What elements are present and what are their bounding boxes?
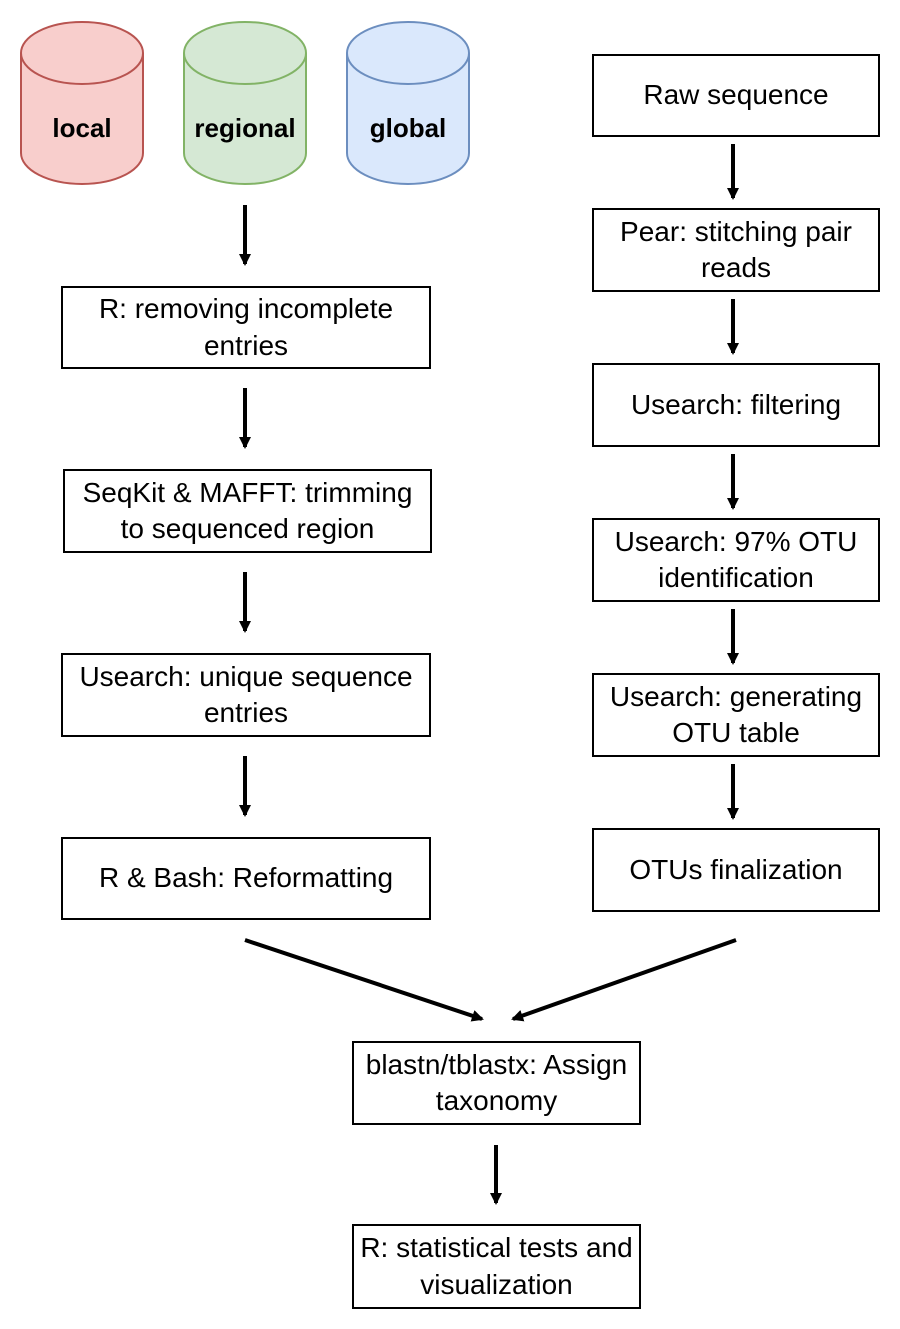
database-cylinder-global: [346, 21, 470, 185]
step-statistical-tests: R: statistical tests and visualization: [352, 1224, 641, 1309]
step-filtering: Usearch: filtering: [592, 363, 880, 447]
step-generate-otu-table: Usearch: generating OTU table: [592, 673, 880, 757]
step-trim-sequenced-region: SeqKit & MAFFT: trimming to sequenced re…: [63, 469, 432, 553]
step-reformatting: R & Bash: Reformatting: [61, 837, 431, 920]
arrow-right-to-merge: [511, 938, 737, 1022]
database-label-regional: regional: [194, 113, 296, 143]
step-otu-identification: Usearch: 97% OTU identification: [592, 518, 880, 602]
step-assign-taxonomy: blastn/tblastx: Assign taxonomy: [352, 1041, 641, 1125]
database-cylinder-regional: [183, 21, 307, 185]
arrow-left-to-merge: [244, 938, 484, 1022]
database-label-local: local: [52, 113, 112, 143]
step-remove-incomplete-entries: R: removing incomplete entries: [61, 286, 431, 369]
step-raw-sequence: Raw sequence: [592, 54, 880, 137]
step-otus-finalization: OTUs finalization: [592, 828, 880, 912]
database-cylinder-local: [20, 21, 144, 185]
step-stitch-pair-reads: Pear: stitching pair reads: [592, 208, 880, 292]
database-label-global: global: [369, 113, 447, 143]
step-unique-sequence-entries: Usearch: unique sequence entries: [61, 653, 431, 737]
